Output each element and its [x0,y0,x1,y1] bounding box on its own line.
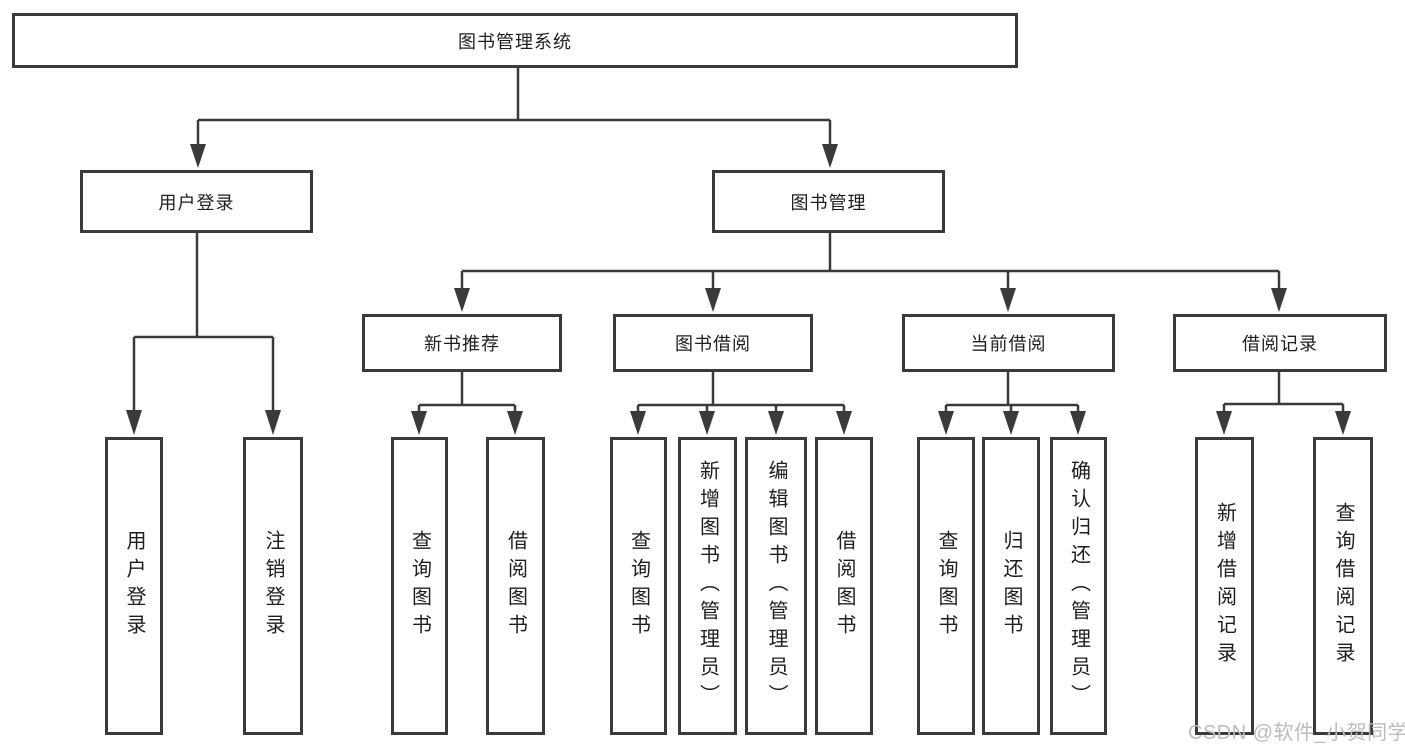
leaf-confirm-return-admin-label: 确认归还（管理员） [1067,460,1090,712]
node-book-borrowing: 图书借阅 [613,314,813,372]
node-root-label: 图书管理系统 [458,31,572,52]
node-new-book-recommend-label: 新书推荐 [424,334,500,354]
leaf-borrow-books-recommend-label: 借阅图书 [504,530,527,642]
leaf-edit-book-admin: 编辑图书（管理员） [745,437,807,735]
leaf-logout-label: 注销登录 [262,530,284,642]
csdn-watermark: CSDN @软件_小贺同学 [1188,722,1405,744]
node-book-borrowing-label: 图书借阅 [675,334,751,354]
leaf-user-login-label: 用户登录 [123,530,145,642]
node-user-login-label: 用户登录 [158,192,235,213]
node-book-management-label: 图书管理 [790,192,867,213]
leaf-edit-book-admin-label: 编辑图书（管理员） [765,460,787,712]
leaf-add-borrow-record: 新增借阅记录 [1195,437,1254,735]
leaf-borrow-books-recommend: 借阅图书 [486,437,545,735]
leaf-query-books-current-label: 查询图书 [935,530,957,642]
leaf-query-books-recommend: 查询图书 [391,437,448,735]
leaf-add-book-admin-label: 新增图书（管理员） [696,460,719,712]
node-current-borrowing-label: 当前借阅 [970,334,1047,354]
leaf-query-borrow-record-label: 查询借阅记录 [1332,502,1354,670]
leaf-return-books-label: 归还图书 [1000,530,1022,642]
leaf-user-login: 用户登录 [105,437,163,735]
node-current-borrowing: 当前借阅 [902,314,1115,372]
node-book-management: 图书管理 [712,170,945,233]
leaf-add-book-admin: 新增图书（管理员） [678,437,737,735]
leaf-query-books-current: 查询图书 [917,437,975,735]
leaf-query-borrow-record: 查询借阅记录 [1313,437,1373,735]
leaf-return-books: 归还图书 [982,437,1040,735]
leaf-query-books-borrowing: 查询图书 [610,437,667,735]
leaf-add-borrow-record-label: 新增借阅记录 [1213,502,1236,670]
leaf-borrow-books-label: 借阅图书 [833,530,855,642]
leaf-confirm-return-admin: 确认归还（管理员） [1050,437,1107,735]
node-new-book-recommend: 新书推荐 [362,314,562,372]
leaf-borrow-books: 借阅图书 [815,437,873,735]
leaf-query-books-recommend-label: 查询图书 [408,530,431,642]
node-borrowing-records-label: 借阅记录 [1242,334,1318,354]
node-borrowing-records: 借阅记录 [1173,314,1387,372]
leaf-logout: 注销登录 [243,437,303,735]
node-root: 图书管理系统 [12,13,1018,68]
leaf-query-books-borrowing-label: 查询图书 [627,530,650,642]
node-user-login: 用户登录 [80,170,313,233]
